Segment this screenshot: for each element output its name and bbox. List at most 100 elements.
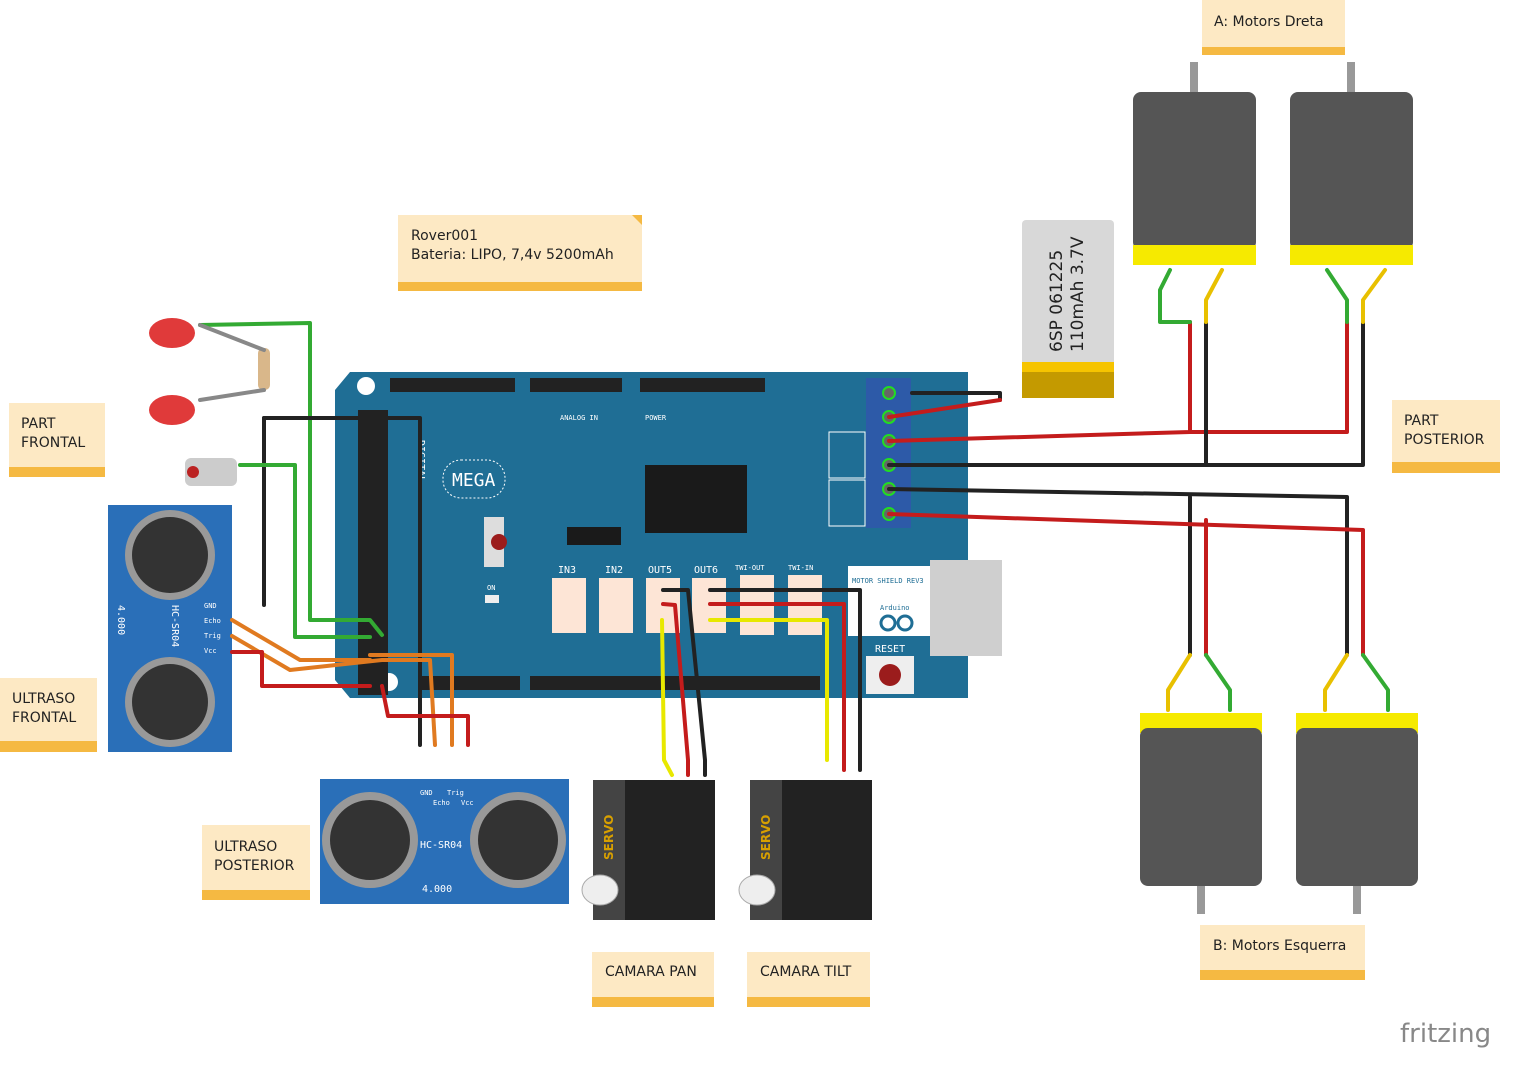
note-text: POSTERIOR — [1404, 432, 1485, 448]
wire — [262, 416, 422, 747]
reset-label: RESET — [875, 644, 905, 655]
header-pins — [390, 378, 515, 392]
wire — [660, 618, 674, 777]
connector-label: TWI-OUT — [735, 564, 765, 572]
sensor-model: HC-SR04 — [420, 840, 462, 851]
wire — [1361, 653, 1390, 712]
wire — [230, 634, 437, 747]
note-front[interactable]: PART FRONTAL — [9, 403, 105, 477]
header-pins — [530, 676, 820, 690]
arduino-mega-board[interactable]: DIGITAL MEGA ANALOG IN POWER ON IN3 IN2 … — [335, 372, 1002, 698]
pin-label: Vcc — [204, 647, 217, 655]
chip — [567, 527, 621, 545]
analog-label: ANALOG IN — [560, 414, 598, 422]
pin-label: Echo — [433, 799, 450, 807]
note-text: FRONTAL — [21, 435, 85, 451]
mount-hole — [357, 377, 375, 395]
note-rear[interactable]: PART POSTERIOR — [1392, 400, 1500, 473]
on-led — [485, 595, 499, 603]
battery-label: 6SP 061225 — [1047, 250, 1067, 352]
connector-in2[interactable]: IN2 — [599, 565, 633, 633]
motor-right-1[interactable] — [1133, 62, 1256, 265]
servo-pan[interactable]: SERVO — [581, 780, 715, 920]
note-rover[interactable]: Rover001 Bateria: LIPO, 7,4v 5200mAh — [398, 215, 642, 291]
usb-port — [930, 560, 1002, 656]
wire — [198, 321, 384, 637]
ultrasonic-sensor-rear[interactable]: HC-SR04 4.000 GND Echo Trig Vcc — [320, 779, 569, 904]
wire — [887, 487, 1349, 657]
resistor[interactable] — [258, 348, 270, 390]
note-camera-pan[interactable]: CAMARA PAN — [592, 952, 714, 1007]
crystal-label: 4.000 — [422, 884, 452, 895]
digital-header — [358, 410, 388, 695]
note-text: CAMARA PAN — [605, 964, 697, 980]
wire — [887, 512, 1365, 657]
crystal-label: 4.000 — [115, 605, 126, 635]
note-motors-right[interactable]: A: Motors Dreta — [1202, 0, 1345, 55]
note-text: ULTRASO — [12, 691, 75, 707]
lipo-battery[interactable]: 6SP 061225 110mAh 3.7V — [1022, 220, 1114, 398]
shield-label: MOTOR SHIELD REV3 — [852, 577, 924, 585]
header-pins — [420, 676, 520, 690]
note-camera-tilt[interactable]: CAMARA TILT — [747, 952, 870, 1007]
note-text: PART — [21, 416, 56, 432]
chip — [645, 465, 747, 533]
red-led[interactable] — [149, 318, 195, 348]
wire — [198, 388, 266, 402]
motor-left-2[interactable] — [1296, 713, 1418, 914]
note-text: A: Motors Dreta — [1214, 14, 1324, 30]
note-text: B: Motors Esquerra — [1213, 938, 1346, 954]
note-text: CAMARA TILT — [760, 964, 852, 980]
connector-label: OUT5 — [648, 565, 672, 576]
note-text: PART — [1404, 413, 1439, 429]
wire — [708, 618, 829, 762]
wire — [1204, 268, 1224, 324]
wire — [1361, 268, 1387, 324]
arduino-brand: Arduino — [880, 604, 910, 612]
servo-tilt[interactable]: SERVO — [738, 780, 872, 920]
wire — [198, 323, 266, 352]
on-label: ON — [487, 584, 495, 592]
wire — [661, 588, 707, 777]
wire — [708, 588, 862, 772]
ultrasonic-sensor-front[interactable]: HC-SR04 4.000 GND Echo Trig Vcc — [108, 505, 232, 752]
header-pins — [640, 378, 765, 392]
battery-label: 110mAh 3.7V — [1068, 236, 1088, 352]
wire — [1204, 653, 1232, 712]
wire — [708, 602, 846, 772]
note-text: ULTRASO — [214, 839, 277, 855]
note-text: Rover001 — [411, 228, 478, 244]
laser-diode[interactable] — [185, 458, 237, 486]
mega-logo: MEGA — [452, 470, 496, 491]
wire — [887, 398, 1002, 419]
wire — [230, 650, 372, 688]
red-led[interactable] — [149, 395, 195, 425]
arduino-logo-icon — [879, 614, 914, 632]
sensor-model: HC-SR04 — [169, 605, 180, 647]
wires — [198, 268, 1390, 777]
pin-label: Vcc — [461, 799, 474, 807]
header-pins — [530, 378, 622, 392]
wire — [887, 320, 1365, 467]
connector-label: OUT6 — [694, 565, 718, 576]
pin-label: Trig — [447, 789, 464, 797]
note-text: Bateria: LIPO, 7,4v 5200mAh — [411, 247, 614, 263]
wire — [661, 602, 690, 777]
connector-in3[interactable]: IN3 — [552, 565, 586, 633]
screw-terminal[interactable] — [866, 378, 911, 528]
connector-label: TWI-IN — [788, 564, 813, 572]
servo-label: SERVO — [759, 815, 773, 860]
wire — [910, 391, 1002, 402]
pin-label: Echo — [204, 617, 221, 625]
note-ultrasonic-rear[interactable]: ULTRASO POSTERIOR — [202, 825, 310, 900]
wire — [1325, 268, 1349, 324]
motor-right-2[interactable] — [1290, 62, 1413, 265]
power-label: POWER — [645, 414, 667, 422]
wire — [1158, 268, 1192, 324]
note-ultrasonic-front[interactable]: ULTRASO FRONTAL — [0, 678, 97, 752]
fritzing-logo: fritzing — [1400, 1019, 1491, 1049]
motor-left-1[interactable] — [1140, 713, 1262, 914]
note-motors-left[interactable]: B: Motors Esquerra — [1200, 925, 1365, 980]
wire — [1188, 320, 1349, 434]
